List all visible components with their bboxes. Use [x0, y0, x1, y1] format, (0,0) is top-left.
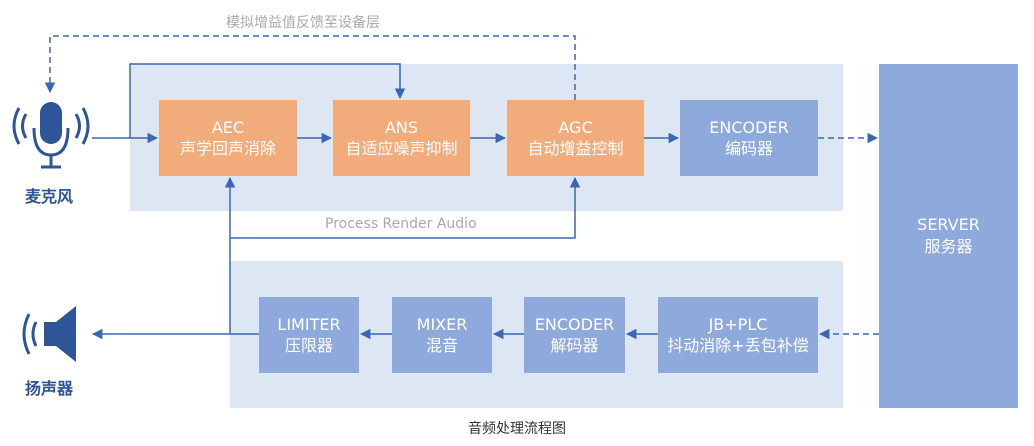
ans-subtitle: 自适应噪声抑制	[345, 139, 458, 158]
microphone-icon	[12, 102, 90, 169]
encoder-title: ENCODER	[709, 118, 789, 137]
aec-title: AEC	[211, 118, 245, 137]
mic-label: 麦克风	[25, 187, 74, 206]
mixer-title: MIXER	[416, 315, 468, 334]
jbplc-title: JB+PLC	[708, 315, 768, 334]
mixer-subtitle: 混音	[425, 336, 458, 355]
limiter-box: LIMITER 压限器	[259, 297, 359, 373]
feedback-dashed-line	[44, 35, 576, 100]
server-box: SERVER 服务器	[879, 64, 1018, 408]
mixer-box: MIXER 混音	[392, 297, 492, 373]
bypass-to-ans-line	[129, 63, 406, 138]
ans-box: ANS 自适应噪声抑制	[333, 100, 470, 176]
feedback-label: 模拟增益值反馈至设备层	[226, 15, 380, 31]
server-subtitle: 服务器	[924, 237, 973, 256]
figure-caption: 音频处理流程图	[468, 421, 566, 437]
limiter-subtitle: 压限器	[284, 336, 333, 355]
aec-box: AEC 声学回声消除	[159, 100, 297, 176]
decoder-title: ENCODER	[534, 315, 615, 334]
agc-box: AGC 自动增益控制	[507, 100, 644, 176]
decoder-box: ENCODER 解码器	[524, 297, 625, 373]
limiter-title: LIMITER	[277, 315, 341, 334]
jbplc-box: JB+PLC 抖动消除+丢包补偿	[658, 297, 818, 373]
agc-title: AGC	[558, 118, 593, 137]
ans-title: ANS	[384, 118, 419, 137]
speaker-label: 扬声器	[25, 379, 74, 398]
encoder-box: ENCODER 编码器	[680, 100, 818, 176]
render-tap-to-agc	[230, 176, 581, 239]
server-title: SERVER	[917, 215, 980, 234]
speaker-icon	[22, 306, 76, 362]
jbplc-subtitle: 抖动消除+丢包补偿	[667, 336, 809, 355]
process-render-label: Process Render Audio	[325, 216, 477, 232]
decoder-subtitle: 解码器	[550, 336, 599, 355]
aec-subtitle: 声学回声消除	[179, 139, 276, 158]
encoder-subtitle: 编码器	[724, 139, 773, 158]
agc-subtitle: 自动增益控制	[527, 139, 624, 158]
